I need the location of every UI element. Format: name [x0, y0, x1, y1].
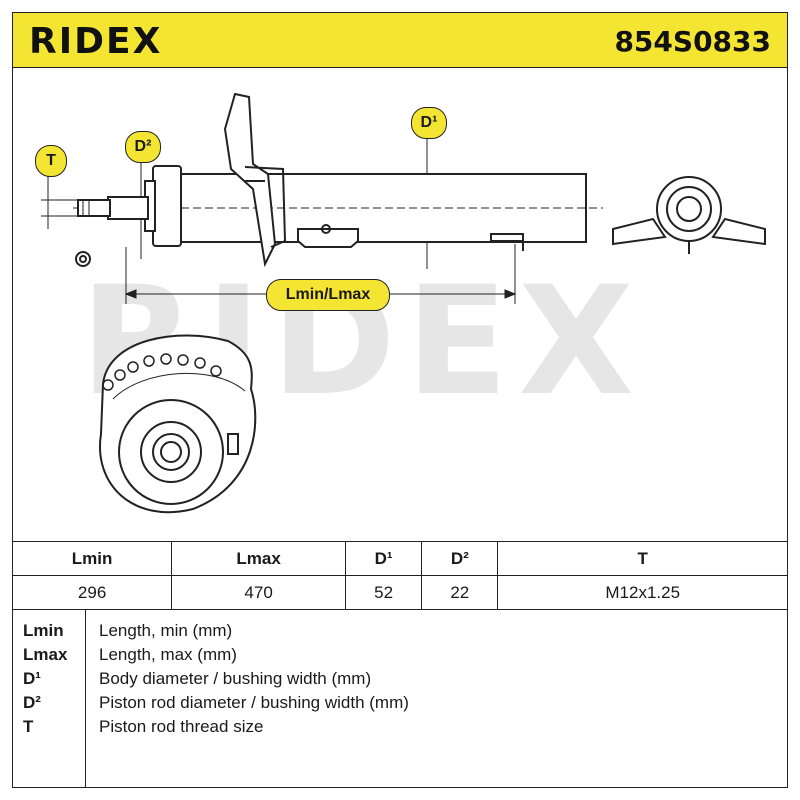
legend-key: D¹ [23, 669, 41, 688]
label-d1-text: D¹ [420, 114, 438, 131]
spec-header-row: Lmin Lmax D¹ D² T [11, 541, 788, 576]
legend-key: D² [23, 693, 41, 712]
nut-detail [75, 251, 91, 267]
label-t-text: T [46, 152, 56, 169]
legend-desc: Piston rod thread size [99, 717, 264, 736]
spec-value-d1: 52 [344, 575, 423, 610]
spec-value-row: 296 470 52 22 M12x1.25 [11, 575, 788, 610]
legend-item: T Piston rod thread size [13, 717, 789, 741]
label-t: T [35, 145, 67, 177]
brand-logo: RIDEX [29, 21, 163, 62]
spec-header-lmax: Lmax [171, 541, 346, 576]
label-length-text: Lmin/Lmax [285, 286, 371, 303]
legend-desc: Length, min (mm) [99, 621, 233, 640]
legend-desc: Length, max (mm) [99, 645, 237, 664]
legend-item: Lmin Length, min (mm) [13, 621, 789, 645]
legend-key: T [23, 717, 34, 736]
spec-header-lmin: Lmin [11, 541, 173, 576]
shock-end-view [612, 176, 766, 254]
spec-header-d1: D¹ [344, 541, 423, 576]
legend-box: Lmin Length, min (mm) Lmax Length, max (… [12, 609, 788, 788]
part-number: 854S0833 [614, 25, 771, 58]
header-bar: RIDEX 854S0833 [12, 12, 788, 68]
spec-value-lmax: 470 [171, 575, 346, 610]
legend-item: Lmax Length, max (mm) [13, 645, 789, 669]
spec-value-d2: 22 [421, 575, 499, 610]
top-mount-view [99, 334, 257, 514]
label-d2-text: D² [134, 138, 152, 155]
technical-drawing: T D² D¹ Lmin/Lmax [13, 69, 787, 541]
spec-table: Lmin Lmax D¹ D² T 296 470 52 22 M12x1.25 [11, 541, 788, 610]
spec-value-t: M12x1.25 [497, 575, 788, 610]
label-d2: D² [125, 131, 161, 163]
label-d1: D¹ [411, 107, 447, 139]
label-length: Lmin/Lmax [266, 279, 390, 311]
spec-header-d2: D² [421, 541, 499, 576]
spec-value-lmin: 296 [11, 575, 173, 610]
legend-divider [85, 609, 86, 787]
legend-desc: Body diameter / bushing width (mm) [99, 669, 372, 688]
spec-header-t: T [497, 541, 788, 576]
shock-side-view [73, 92, 603, 268]
legend-item: D² Piston rod diameter / bushing width (… [13, 693, 789, 717]
legend-item: D¹ Body diameter / bushing width (mm) [13, 669, 789, 693]
thread-dimension [41, 169, 78, 229]
legend-desc: Piston rod diameter / bushing width (mm) [99, 693, 409, 712]
legend-key: Lmin [23, 621, 64, 640]
legend-key: Lmax [23, 645, 68, 664]
